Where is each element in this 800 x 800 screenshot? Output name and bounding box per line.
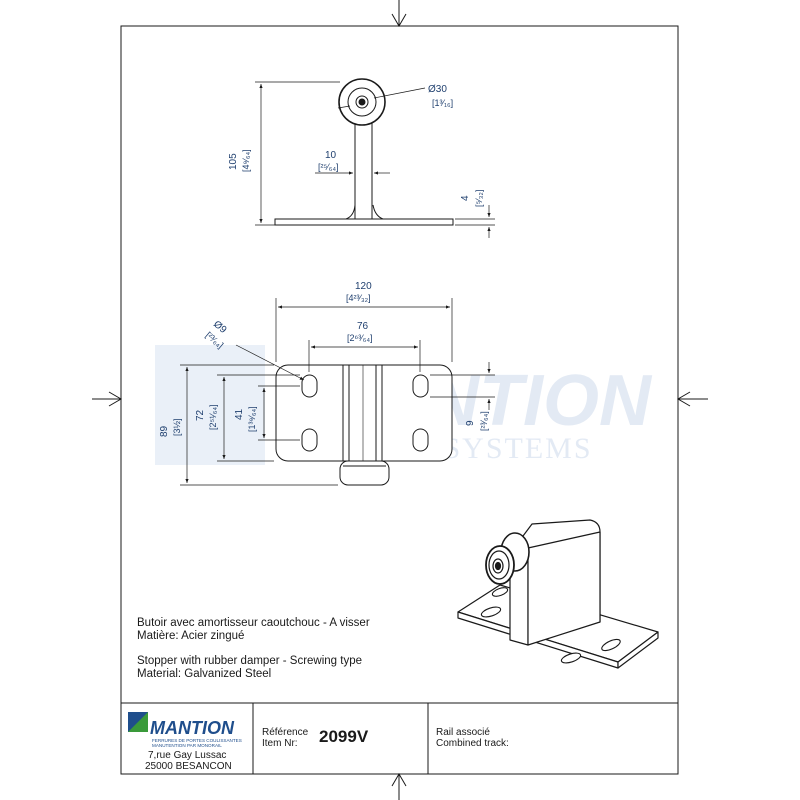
dim-thick-4-in: [⁵⁄₃₂] [474, 190, 484, 207]
side-view-labels: Ø30 [1³⁄₁₆] 105 [4⁹⁄₆₄] 10 [²⁵⁄₆₄] 4 [⁵⁄… [228, 84, 484, 207]
logo-tagline-1: FERRURES DE PORTES COULISSANTES [152, 738, 242, 743]
logo-tagline-2: MANUTENTION PAR MONORAIL [152, 743, 222, 748]
title-block [121, 702, 678, 774]
dim-slot-9-in: [²³⁄₆₄] [479, 411, 489, 431]
mantion-logo: MANTION FERRURES DE PORTES COULISSANTES … [128, 712, 242, 748]
dim-width-10-in: [²⁵⁄₆₄] [318, 162, 339, 172]
isometric-view [457, 519, 659, 669]
dim-height-89-in: [3½] [172, 418, 182, 436]
side-view [274, 78, 454, 226]
dim-width-76-in: [2⁶³⁄₆₄] [347, 333, 373, 343]
dim-slot-9: 9 [465, 420, 476, 426]
dim-height-41: 41 [234, 408, 245, 420]
dim-width-76: 76 [357, 321, 369, 332]
dim-diameter-30-in: [1³⁄₁₆] [432, 98, 453, 108]
rail-label-fr: Rail associé [436, 727, 490, 738]
rail-label-en: Combined track: [436, 738, 509, 749]
dim-thick-4: 4 [460, 195, 471, 201]
description-en-line1: Stopper with rubber damper - Screwing ty… [137, 655, 362, 667]
dim-height-105-in: [4⁹⁄₆₄] [241, 149, 251, 172]
description-fr-line1: Butoir avec amortisseur caoutchouc - A v… [137, 617, 370, 629]
dim-width-10: 10 [325, 150, 337, 161]
side-view-dimensions [255, 81, 495, 238]
reference-label-en: Item Nr: [262, 738, 298, 749]
dim-height-72-in: [2⁵¹⁄₆₄] [208, 404, 218, 430]
dim-width-120-in: [4²³⁄₃₂] [346, 293, 371, 303]
dim-width-120: 120 [355, 281, 372, 292]
top-view-dimensions [180, 298, 495, 486]
address-street: 7,rue Gay Lussac [148, 750, 227, 761]
logo-company-name: MANTION [150, 718, 235, 738]
centering-marks [92, 0, 708, 800]
dim-height-89: 89 [159, 425, 170, 437]
description-fr-line2: Matière: Acier zingué [137, 630, 245, 642]
top-view [275, 364, 453, 486]
description-en-line2: Material: Galvanized Steel [137, 668, 272, 680]
reference-label-fr: Référence [262, 727, 309, 738]
dim-height-72: 72 [195, 409, 206, 421]
dim-height-105: 105 [228, 153, 239, 170]
item-number: 2099V [319, 727, 369, 746]
dim-height-41-in: [1³⁹⁄₆₄] [247, 406, 257, 432]
dim-diameter-30: Ø30 [428, 84, 447, 95]
address-city: 25000 BESANCON [145, 761, 232, 772]
